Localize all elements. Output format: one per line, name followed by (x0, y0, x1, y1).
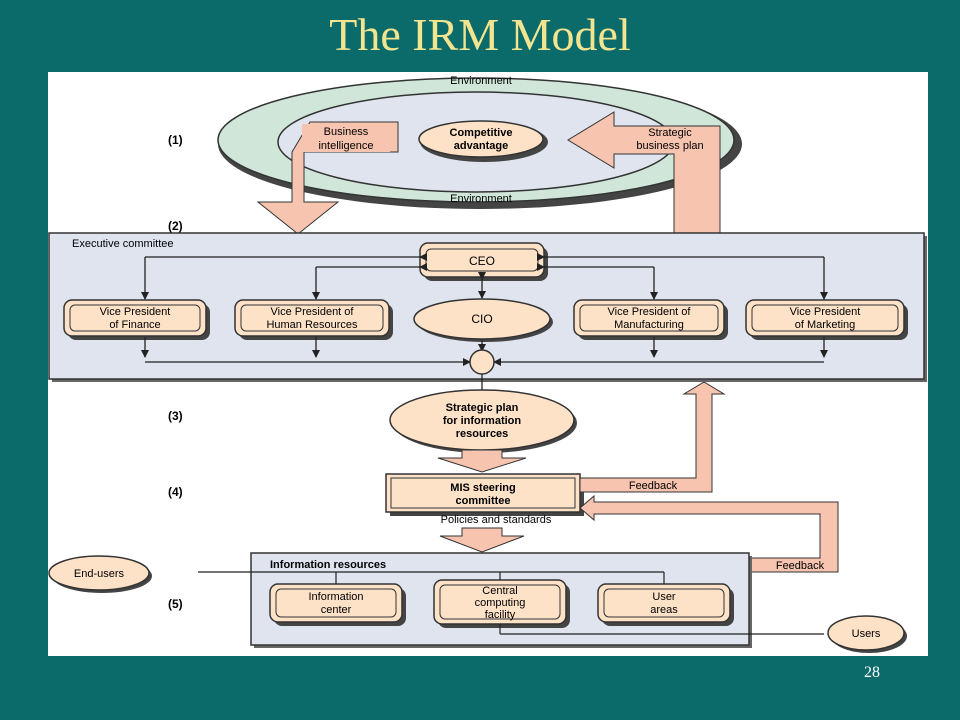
step-label-4: (4) (168, 485, 183, 499)
competitive-advantage-oval (418, 120, 548, 162)
vp-manufacturing-label-1: Vice President of (608, 306, 692, 318)
business-intelligence-label-1: Business (324, 126, 369, 138)
users-label: Users (852, 628, 881, 640)
vp-manufacturing-box (573, 299, 728, 340)
strategic-plan-ir-label-1: Strategic plan (446, 402, 519, 414)
vp-marketing-box (745, 299, 908, 340)
central-computing-label-1: Central (482, 585, 517, 597)
information-resources-label: Information resources (270, 559, 386, 571)
mis-steering-label-2: committee (455, 495, 510, 507)
strategic-plan-ir-label-3: resources (456, 428, 509, 440)
end-users-label: End-users (74, 568, 125, 580)
cio-oval (413, 298, 553, 342)
strategic-business-plan-arrow (567, 111, 721, 237)
slide-title: The IRM Model (329, 9, 631, 60)
vp-marketing-label-1: Vice President (790, 306, 861, 318)
competitive-advantage-label-1: Competitive (450, 127, 513, 139)
vp-human-resources-label-2: Human Resources (266, 319, 358, 331)
strategic-plan-ir-label-2: for information (443, 415, 521, 427)
business-intelligence-label-2: intelligence (318, 140, 373, 152)
strategic-business-plan-label-1: Strategic (648, 127, 692, 139)
cio-label: CIO (471, 312, 492, 326)
ceo-label: CEO (469, 254, 495, 268)
information-center-box (269, 583, 406, 626)
mis-steering-label-1: MIS steering (450, 482, 515, 494)
ir-connectors (198, 571, 824, 635)
environment-ring (217, 77, 742, 209)
feedback-1-arrow (579, 381, 726, 493)
vp-finance-label-1: Vice President (100, 306, 171, 318)
vp-finance-label-2: of Finance (109, 319, 160, 331)
junction-circle (469, 349, 495, 375)
central-computing-label-2: computing (475, 597, 526, 609)
irm-diagram: (1) (2) (3) (4) (5) Environment Environm… (48, 72, 928, 656)
environment-label-bottom: Environment (450, 193, 512, 205)
step-label-1: (1) (168, 133, 183, 147)
user-areas-label-2: areas (650, 604, 678, 616)
feedback-2-arrow (579, 494, 839, 573)
mis-to-ir-arrow (439, 527, 525, 553)
feedback-2-label: Feedback (776, 560, 825, 572)
central-computing-box (433, 579, 570, 628)
feedback-1-label: Feedback (629, 480, 678, 492)
competitive-advantage-label-2: advantage (454, 140, 508, 152)
user-areas-box (597, 583, 734, 626)
users-oval (827, 615, 907, 653)
environment-label-top: Environment (450, 75, 512, 87)
policies-label: Policies and standards (441, 514, 552, 526)
step-label-3: (3) (168, 409, 183, 423)
business-intelligence-box (302, 124, 390, 152)
step-label-5: (5) (168, 597, 183, 611)
central-computing-label-3: facility (485, 609, 516, 621)
vp-finance-box (63, 299, 210, 340)
end-users-oval (48, 555, 152, 593)
vp-manufacturing-label-2: Manufacturing (614, 319, 684, 331)
executive-connectors (141, 253, 828, 399)
vp-human-resources-label-1: Vice President of (271, 306, 355, 318)
user-areas-label-1: User (652, 591, 676, 603)
page-number: 28 (864, 664, 880, 681)
vp-human-resources-box (234, 299, 393, 340)
information-center-label-1: Information (308, 591, 363, 603)
strategic-business-plan-label-2: business plan (636, 140, 703, 152)
vp-marketing-label-2: of Marketing (795, 319, 856, 331)
strategic-plan-ir-oval (389, 389, 577, 453)
ceo-box (419, 242, 548, 281)
executive-committee-label: Executive committee (72, 238, 173, 250)
step-label-2: (2) (168, 219, 183, 233)
mis-steering-box (385, 473, 584, 516)
information-center-label-2: center (321, 604, 352, 616)
plan-to-mis-arrow (437, 449, 527, 473)
